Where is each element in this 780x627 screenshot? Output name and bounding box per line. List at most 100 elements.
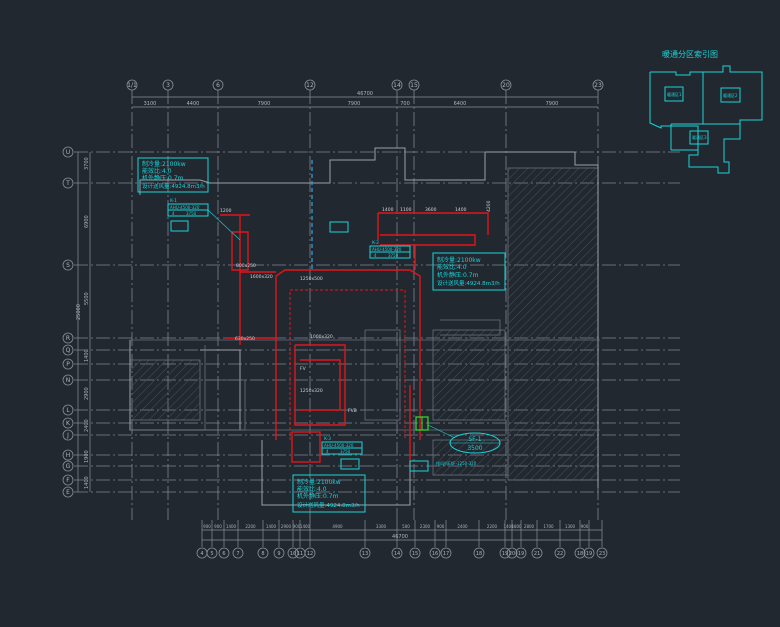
svg-text:25000: 25000: [76, 304, 82, 320]
unit-info-box-3[interactable]: 制冷量:2100kw 能效比:4.0 机外静压:0.7m 设计送风量:4924.…: [292, 474, 366, 513]
zone-index-map: 暖通分区索引图 暖通区1 暖通区2 暖通区3: [649, 49, 763, 174]
svg-text:1600x320: 1600x320: [250, 274, 273, 280]
axis-label: 12: [307, 551, 313, 557]
svg-text:20: 20: [502, 82, 510, 89]
axis-bubble: [583, 547, 595, 559]
svg-text:1400: 1400: [382, 207, 394, 213]
svg-text:Q: Q: [66, 347, 71, 354]
svg-text:设计送风量:4924.8m3/h: 设计送风量:4924.8m3/h: [142, 182, 205, 190]
svg-text:能效比:4.0: 能效比:4.0: [437, 263, 467, 271]
supply-fan-sf1[interactable]: SF-1 3500 排风机EXF-1250-320: [409, 416, 501, 472]
svg-text:7900: 7900: [258, 101, 271, 107]
svg-text:设计送风量:4924.8m3/h: 设计送风量:4924.8m3/h: [297, 501, 360, 509]
unit-info-box-1[interactable]: 制冷量:2100kw 能效比:4.0 机外静压:0.7m 设计送风量:4924.…: [137, 157, 209, 193]
axis-label: 7: [236, 551, 239, 557]
dimension-label: 900: [203, 524, 211, 529]
svg-text:K-3: K-3: [324, 436, 331, 442]
svg-text:6: 6: [216, 82, 220, 89]
axis-label: 23: [599, 551, 605, 557]
svg-text:E: E: [66, 489, 70, 496]
axis-bubble: [429, 547, 441, 559]
svg-text:S: S: [66, 262, 70, 269]
axis-label: 17: [443, 551, 449, 557]
dimension-label: 1400: [300, 524, 311, 529]
axis-bubble: [304, 547, 316, 559]
dimension-label: 1300: [565, 524, 576, 529]
axis-bubble: [359, 547, 371, 559]
zone-3-box[interactable]: [689, 130, 709, 145]
dimension-label: 2800: [524, 524, 535, 529]
svg-text:L: L: [66, 407, 70, 414]
svg-text:6400: 6400: [454, 101, 467, 107]
svg-text:SF-1: SF-1: [468, 436, 481, 443]
svg-text:1250x320: 1250x320: [300, 388, 323, 394]
zone-1-box[interactable]: [664, 86, 684, 102]
svg-text:23: 23: [594, 82, 602, 89]
duct-system[interactable]: 1250x500 1600x320 800x250 1000x320 1250x…: [220, 200, 492, 470]
axis-label: 10: [290, 551, 296, 557]
axis-bubble: [391, 547, 403, 559]
axis-bubble: [506, 547, 518, 559]
svg-text:6900: 6900: [84, 215, 90, 228]
svg-text:3600: 3600: [425, 207, 437, 213]
svg-text:N: N: [66, 377, 71, 384]
axis-bubble: [273, 547, 285, 559]
axis-label: 8: [261, 551, 264, 557]
axis-label: 19: [586, 551, 592, 557]
axis-bubble: [218, 547, 230, 559]
svg-text:J: J: [66, 432, 69, 439]
axis-label: 16: [432, 551, 438, 557]
svg-text:46700: 46700: [357, 91, 373, 97]
svg-text:3750: 3750: [340, 449, 351, 454]
svg-text:1200: 1200: [220, 208, 232, 214]
svg-text:P: P: [66, 361, 70, 368]
axis-bubble: [257, 547, 269, 559]
zone-2-box[interactable]: [720, 87, 741, 103]
svg-text:1250x500: 1250x500: [300, 276, 323, 282]
unit-info-box-2[interactable]: 制冷量:2100kw 能效比:4.0 机外静压:0.7m 设计送风量:4924.…: [432, 252, 506, 291]
top-axis-grid: 46700 1/1 3 6 12 14 15 20 23 3100 4400 7…: [126, 79, 604, 520]
svg-text:3500: 3500: [467, 445, 482, 452]
svg-text:1/1: 1/1: [127, 82, 137, 89]
axis-label: 18: [577, 551, 583, 557]
svg-text:G: G: [66, 463, 71, 470]
svg-text:3750: 3750: [388, 253, 399, 258]
dimension-label: 4900: [332, 524, 343, 529]
dimension-label: 1400: [266, 524, 277, 529]
svg-text:3750: 3750: [186, 211, 197, 216]
svg-text:2900: 2900: [84, 387, 90, 400]
svg-text:1100: 1100: [400, 207, 412, 213]
svg-text:T: T: [65, 180, 70, 187]
svg-text:机外静压:0.7m: 机外静压:0.7m: [437, 271, 479, 279]
equipment-tag-1[interactable]: K-1 AHU-4500-320 4 3750: [167, 198, 241, 241]
axis-label: 18: [476, 551, 482, 557]
svg-text:暖通区2: 暖通区2: [723, 92, 738, 98]
svg-text:1400: 1400: [84, 476, 90, 489]
svg-text:630x250: 630x250: [235, 336, 255, 342]
axis-bubble: [596, 547, 608, 559]
equipment-tag-2[interactable]: K-2 AHU-4500-320 4 3750: [369, 240, 411, 259]
svg-text:12: 12: [306, 82, 314, 89]
svg-text:暖通区3: 暖通区3: [692, 134, 707, 140]
axis-bubble: [409, 547, 421, 559]
dimension-label: 2200: [245, 524, 256, 529]
dimension-label: 900: [581, 524, 589, 529]
svg-text:2400: 2400: [84, 419, 90, 432]
svg-text:4: 4: [172, 211, 175, 216]
svg-text:K-1: K-1: [170, 198, 177, 204]
svg-text:K: K: [66, 420, 71, 427]
axis-label: 19: [502, 551, 508, 557]
svg-text:FV: FV: [300, 366, 307, 372]
left-axis-grid: 25000 3700 6900 5500 1400 2900 2400 1900…: [62, 146, 680, 498]
svg-text:FVB: FVB: [348, 408, 357, 414]
equipment-tag-3[interactable]: K-3 AHU-4500-320 4 3750: [321, 436, 363, 455]
svg-text:800x250: 800x250: [236, 263, 256, 269]
svg-text:AHU-4500-320: AHU-4500-320: [372, 247, 402, 252]
dimension-label: 2200: [487, 524, 498, 529]
svg-text:R: R: [66, 335, 70, 342]
svg-text:设计送风量:4924.8m3/h: 设计送风量:4924.8m3/h: [437, 279, 500, 287]
svg-text:机外静压:0.7m: 机外静压:0.7m: [297, 492, 339, 500]
axis-bubble: [574, 547, 586, 559]
axis-label: 14: [394, 551, 400, 557]
